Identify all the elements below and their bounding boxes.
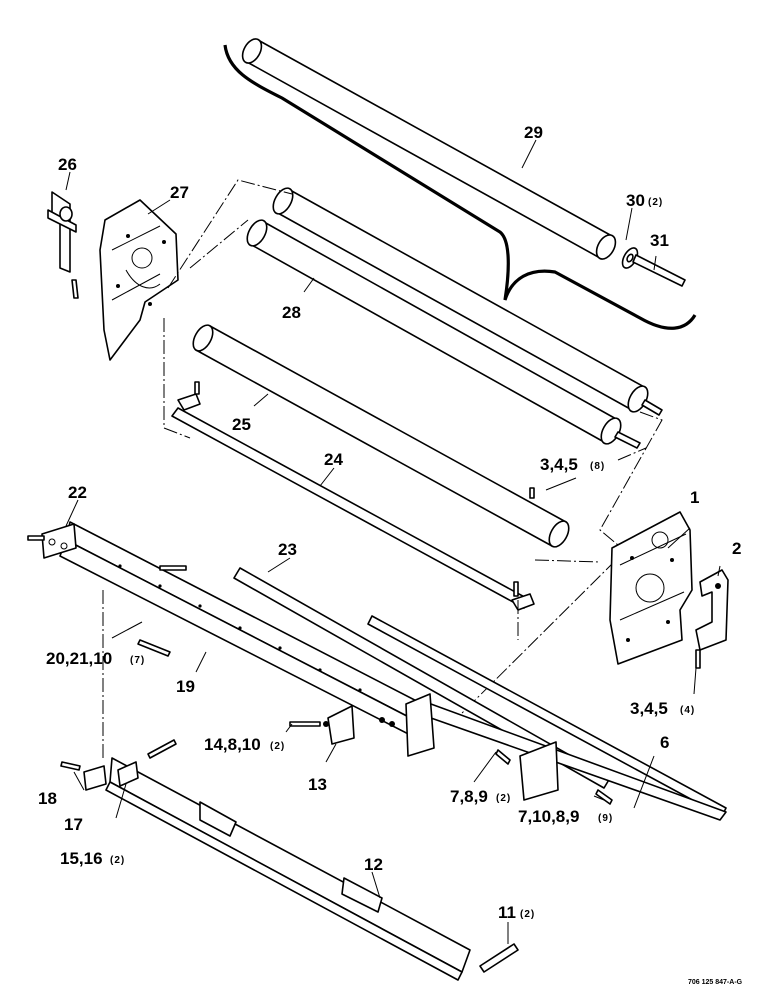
callout-3-4-5-top-qty: (8) (590, 461, 605, 472)
callout-7-8-9-qty: (2) (496, 793, 511, 804)
bolt (27, 535, 45, 541)
side-plate-1 (609, 511, 693, 665)
callout-15-16-qty: (2) (110, 855, 125, 866)
callout-23: 23 (278, 540, 297, 559)
callout-14-8-10: 14,8,10 (204, 735, 261, 754)
callout-28: 28 (282, 303, 301, 322)
callout-7-10-8-9-qty: (9) (598, 813, 613, 824)
bolt (595, 789, 613, 805)
callout-11-qty: (2) (520, 909, 535, 920)
callout-30: 30 (626, 191, 645, 210)
alignment-line (102, 559, 617, 760)
roller-25 (192, 324, 570, 548)
callout-1: 1 (690, 488, 699, 507)
bracket-15 (117, 761, 139, 787)
callout-14-8-10-qty: (2) (270, 741, 285, 752)
callout-17: 17 (64, 815, 83, 834)
panel-12 (105, 757, 471, 981)
leader-lines (65, 139, 721, 944)
callout-13: 13 (308, 775, 327, 794)
callout-labels: 26 27 29 30 (2) 31 28 25 24 3,4,5 (8) 22… (38, 123, 743, 986)
bearing-30 (621, 247, 639, 269)
bolt-18 (60, 761, 81, 771)
callout-20-21-10-qty: (7) (130, 655, 145, 666)
shaft-31 (632, 254, 686, 287)
alignment-line (599, 411, 663, 546)
callout-31: 31 (650, 231, 669, 250)
bracket-2 (695, 569, 729, 651)
callout-30-qty: (2) (648, 197, 663, 208)
callout-6: 6 (660, 733, 669, 752)
alignment-line (163, 179, 601, 563)
callout-2: 2 (732, 539, 741, 558)
callout-3-4-5-top: 3,4,5 (540, 455, 578, 474)
callout-19: 19 (176, 677, 195, 696)
hardware-14 (289, 717, 395, 727)
bolt (529, 487, 535, 499)
callout-27: 27 (170, 183, 189, 202)
callout-29: 29 (524, 123, 543, 142)
callout-20-21-10: 20,21,10 (46, 649, 112, 668)
roller-29 (241, 38, 617, 260)
bolt (159, 565, 187, 571)
callout-3-4-5-bottom: 3,4,5 (630, 699, 668, 718)
side-plate-27 (99, 199, 179, 361)
clip-13 (327, 705, 355, 745)
callout-7-8-9: 7,8,9 (450, 787, 488, 806)
roller-28 (246, 187, 663, 449)
callout-24: 24 (324, 450, 343, 469)
bolt-16 (147, 739, 177, 759)
spring-11 (479, 943, 519, 973)
bolt (495, 749, 511, 765)
break-line (223, 44, 697, 330)
callout-7-10-8-9: 7,10,8,9 (518, 807, 579, 826)
bolt (695, 649, 701, 669)
callout-26: 26 (58, 155, 77, 174)
drawing-reference-code: 706 125 847-A-G (688, 979, 743, 986)
bracket-17 (83, 765, 107, 791)
callout-22: 22 (68, 483, 87, 502)
callout-18: 18 (38, 789, 57, 808)
callout-25: 25 (232, 415, 251, 434)
bracket-strip (405, 693, 559, 801)
channel-19 (59, 521, 435, 743)
bolt (137, 639, 171, 657)
callout-12: 12 (364, 855, 383, 874)
bracket-26 (47, 191, 79, 299)
callout-3-4-5-bottom-qty: (4) (680, 705, 695, 716)
bracket-22 (41, 523, 77, 559)
callout-15-16: 15,16 (60, 849, 103, 868)
bar-24 (171, 381, 535, 611)
callout-11: 11 (498, 903, 516, 922)
